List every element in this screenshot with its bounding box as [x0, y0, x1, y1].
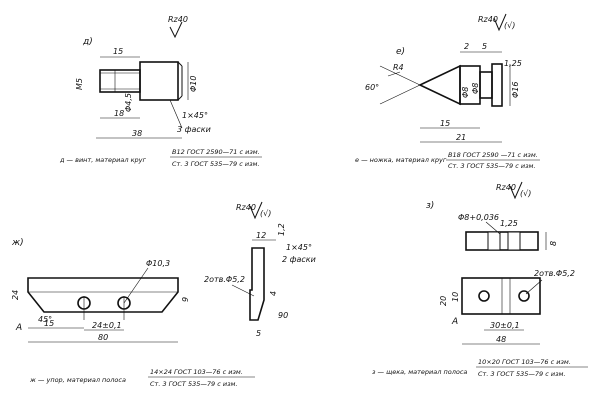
svg-text:45°: 45°: [38, 315, 52, 324]
svg-text:15: 15: [44, 319, 54, 328]
svg-text:е — ножка, материал круг: е — ножка, материал круг: [355, 156, 447, 164]
svg-text:А: А: [451, 317, 458, 327]
svg-text:M5: M5: [75, 78, 84, 90]
part-d-label: д): [82, 37, 93, 47]
svg-text:2 фаски: 2 фаски: [282, 255, 316, 264]
svg-text:Φ8: Φ8: [471, 83, 480, 94]
svg-text:Ст. 3 ГОСТ 535—79 с изм.: Ст. 3 ГОСТ 535—79 с изм.: [150, 380, 238, 388]
svg-text:5: 5: [482, 42, 487, 51]
svg-text:60°: 60°: [365, 83, 379, 92]
svg-text:48: 48: [496, 335, 506, 344]
svg-text:В18 ГОСТ 2590 —71 с изм.: В18 ГОСТ 2590 —71 с изм.: [448, 151, 538, 159]
part-z-section: [465, 231, 539, 251]
svg-text:Φ10,3: Φ10,3: [146, 259, 170, 268]
svg-text:2отв.Φ5,2: 2отв.Φ5,2: [534, 269, 575, 278]
svg-text:9: 9: [181, 297, 190, 302]
svg-text:1,2: 1,2: [277, 223, 286, 236]
part-z-hole-right: [518, 290, 530, 302]
svg-text:Rz40: Rz40: [478, 15, 498, 24]
part-z-label: з): [426, 201, 434, 211]
svg-text:1×45°: 1×45°: [286, 243, 312, 252]
svg-text:з — щека, материал полоса: з — щека, материал полоса: [372, 368, 467, 376]
svg-text:Rz40: Rz40: [236, 203, 256, 212]
svg-text:А: А: [15, 323, 22, 333]
svg-text:Ст. 3 ГОСТ 535—79 с изм.: Ст. 3 ГОСТ 535—79 с изм.: [448, 162, 536, 170]
svg-text:21: 21: [456, 133, 466, 142]
svg-text:Ст. 3 ГОСТ 535—79 с изм.: Ст. 3 ГОСТ 535—79 с изм.: [478, 370, 566, 378]
svg-text:Φ8+0,036: Φ8+0,036: [458, 213, 499, 222]
svg-text:15: 15: [440, 119, 450, 128]
svg-text:Rz40: Rz40: [168, 15, 188, 24]
svg-text:1,25: 1,25: [504, 59, 522, 68]
svg-text:20: 20: [439, 296, 448, 306]
part-e-roughness-symbol: Rz40 (√): [478, 13, 515, 32]
svg-text:(√): (√): [520, 189, 531, 198]
svg-text:В12 ГОСТ 2590—71 с изм.: В12 ГОСТ 2590—71 с изм.: [172, 148, 260, 156]
part-z-hole-left: [478, 290, 490, 302]
svg-text:2: 2: [464, 42, 469, 51]
svg-text:(√): (√): [260, 209, 271, 218]
svg-text:10×20 ГОСТ 103—76 с изм.: 10×20 ГОСТ 103—76 с изм.: [478, 358, 571, 366]
part-z-jaw: з) Rz40 (√) Φ8+0,036 1,25 8 2отв.Φ5,2 20…: [372, 181, 588, 378]
svg-text:ж — упор, материал полоса: ж — упор, материал полоса: [29, 376, 126, 384]
part-e-foot: е) Rz40 (√) 60° R4 2 5 Φ8 Φ8 Φ16 1,25 15…: [355, 13, 540, 170]
part-zh-stop: ж) Rz40 (√) Φ10,3 24 45° А 15 24±0,1 80 …: [11, 201, 316, 388]
svg-text:90: 90: [278, 311, 288, 320]
svg-text:30±0,1: 30±0,1: [490, 321, 520, 330]
svg-text:1×45°: 1×45°: [182, 111, 208, 120]
part-e-cone: [418, 64, 461, 106]
svg-text:15: 15: [113, 47, 123, 56]
part-e-label: е): [396, 47, 405, 57]
svg-text:4: 4: [269, 291, 278, 296]
svg-text:5: 5: [256, 329, 261, 338]
part-d-knurled-head: [139, 61, 179, 101]
svg-text:1,25: 1,25: [500, 219, 518, 228]
part-d-screw: д) Rz40 15 M5 Φ4,5 Φ10 18 38 1×45° 3 фас…: [59, 15, 262, 168]
svg-text:(√): (√): [504, 21, 515, 30]
svg-text:д — винт, материал круг: д — винт, материал круг: [59, 156, 146, 164]
svg-text:2отв.Φ5,2: 2отв.Φ5,2: [204, 275, 245, 284]
svg-text:80: 80: [98, 333, 108, 342]
svg-text:18: 18: [114, 109, 124, 118]
svg-text:Rz40: Rz40: [496, 183, 516, 192]
part-z-roughness-symbol: Rz40 (√): [496, 181, 531, 200]
svg-text:14×24 ГОСТ 103—76 с изм.: 14×24 ГОСТ 103—76 с изм.: [150, 368, 243, 376]
svg-text:12: 12: [256, 231, 266, 240]
svg-text:8: 8: [549, 241, 558, 246]
svg-text:38: 38: [132, 129, 142, 138]
svg-text:Φ10: Φ10: [189, 76, 198, 92]
part-d-roughness-symbol: Rz40: [168, 15, 188, 39]
part-zh-plate: [27, 277, 179, 313]
svg-text:24±0,1: 24±0,1: [92, 321, 122, 330]
svg-text:24: 24: [11, 290, 20, 300]
svg-text:3 фаски: 3 фаски: [177, 125, 211, 134]
part-z-plate: [461, 277, 541, 315]
svg-text:Ст. 3 ГОСТ 535—79 с изм.: Ст. 3 ГОСТ 535—79 с изм.: [172, 160, 260, 168]
part-zh-side-profile: [249, 247, 265, 321]
svg-text:Φ16: Φ16: [511, 82, 520, 98]
svg-text:R4: R4: [393, 63, 404, 72]
part-zh-label: ж): [11, 238, 24, 248]
svg-text:Φ4,5: Φ4,5: [124, 93, 133, 112]
svg-text:10: 10: [451, 292, 460, 302]
part-zh-roughness-symbol: Rz40 (√): [236, 201, 271, 220]
svg-text:Φ8: Φ8: [461, 87, 470, 98]
